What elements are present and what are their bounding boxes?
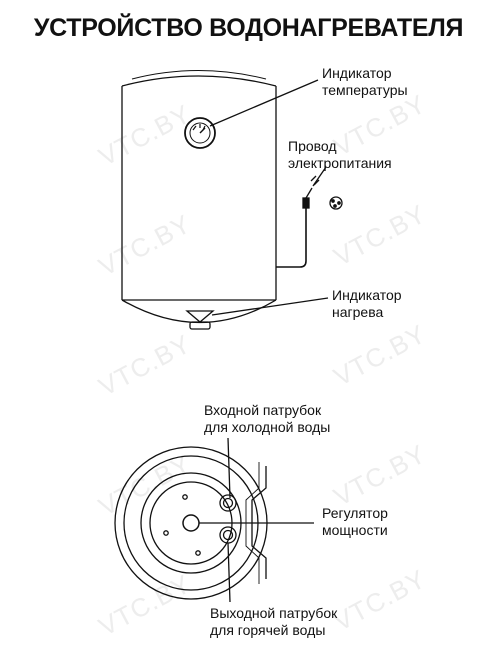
label-temp-indicator: Индикатор температуры <box>322 65 408 98</box>
leader-power-cord <box>312 166 327 187</box>
label-power-regulator: Регулятор мощности <box>322 505 388 538</box>
label-cold-inlet: Входной патрубок для холодной воды <box>204 402 331 435</box>
label-hot-outlet: Выходной патрубок для горячей воды <box>210 605 338 638</box>
leader-hot-outlet <box>227 542 231 603</box>
label-power-cord: Провод электропитания <box>288 138 392 171</box>
heat-indicator-lamp-icon <box>185 310 215 330</box>
power-cord-icon <box>276 175 320 268</box>
page-title: УСТРОЙСТВО ВОДОНАГРЕВАТЕЛЯ <box>33 14 464 42</box>
leader-heat-indicator <box>211 297 329 316</box>
plug-socket-icon <box>329 196 343 210</box>
temperature-dial-icon <box>184 117 216 149</box>
leader-cold-inlet <box>227 437 231 499</box>
leader-temp-indicator <box>209 79 319 127</box>
cold-inlet-pipe-icon <box>219 494 237 512</box>
label-heat-indicator: Индикатор нагрева <box>332 287 402 320</box>
